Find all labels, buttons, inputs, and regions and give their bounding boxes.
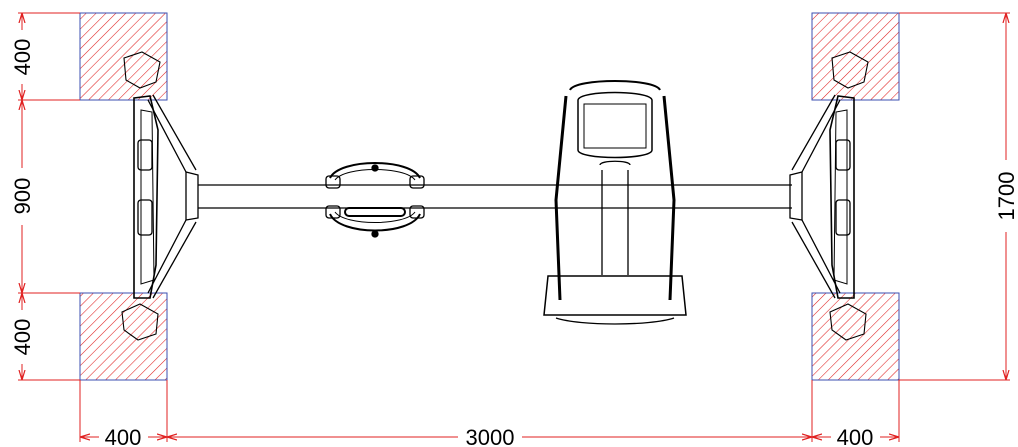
dimension-labels: 400 900 400 1700 400 3000 400: [10, 39, 1018, 447]
dim-bottom-right: 400: [837, 425, 874, 447]
equipment-outline: [121, 51, 869, 341]
right-frame: [789, 51, 869, 341]
dim-right-total: 1700: [994, 172, 1018, 221]
dim-bottom-left: 400: [105, 425, 142, 447]
left-frame: [121, 51, 199, 341]
foundation-pads: [79, 12, 900, 381]
dim-bottom-middle: 3000: [466, 425, 515, 447]
face-to-face-swing-seat: [325, 162, 425, 238]
dim-left-middle: 900: [10, 178, 35, 215]
dimension-lines: [18, 12, 1010, 442]
foundation-pad-top-right: [811, 12, 900, 101]
dim-left-top: 400: [10, 39, 35, 76]
dim-left-bottom: 400: [10, 319, 35, 356]
foundation-pad-bottom-left: [79, 292, 168, 381]
toddler-bucket-seat: [543, 80, 687, 325]
foundation-pad-top-left: [79, 12, 168, 101]
